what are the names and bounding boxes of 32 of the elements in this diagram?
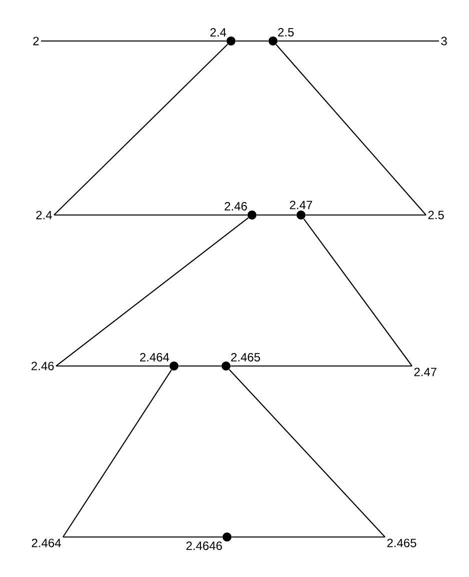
line: [56, 365, 170, 367]
line: [54, 214, 248, 216]
end-label: 2.4: [36, 210, 52, 220]
line: [306, 214, 426, 216]
end-label: 2.46: [32, 362, 54, 370]
node-label: 2.47: [290, 200, 312, 210]
line: [178, 365, 222, 367]
line: [41, 40, 226, 42]
node-label: 2.465: [231, 352, 260, 362]
end-label: 2.465: [387, 538, 416, 548]
end-label: 2.47: [414, 368, 436, 376]
line: [276, 44, 426, 216]
line: [56, 217, 249, 366]
line: [54, 44, 228, 216]
line: [62, 370, 172, 538]
line: [232, 536, 385, 538]
line: [230, 365, 412, 367]
end-label: 2.464: [32, 538, 61, 548]
line: [228, 369, 386, 538]
line: [303, 218, 412, 366]
end-label: 2: [33, 36, 39, 46]
end-label: 2.5: [428, 210, 444, 220]
end-label: 3: [441, 36, 447, 46]
node-label: 2.4: [210, 28, 226, 36]
node-label: 2.464: [140, 352, 170, 362]
line: [256, 214, 296, 216]
line: [63, 536, 222, 538]
line: [278, 40, 439, 42]
node-label: 2.4646: [186, 542, 222, 550]
line: [236, 40, 268, 42]
node-label: 2.46: [224, 202, 247, 210]
node-label: 2.5: [278, 28, 294, 36]
